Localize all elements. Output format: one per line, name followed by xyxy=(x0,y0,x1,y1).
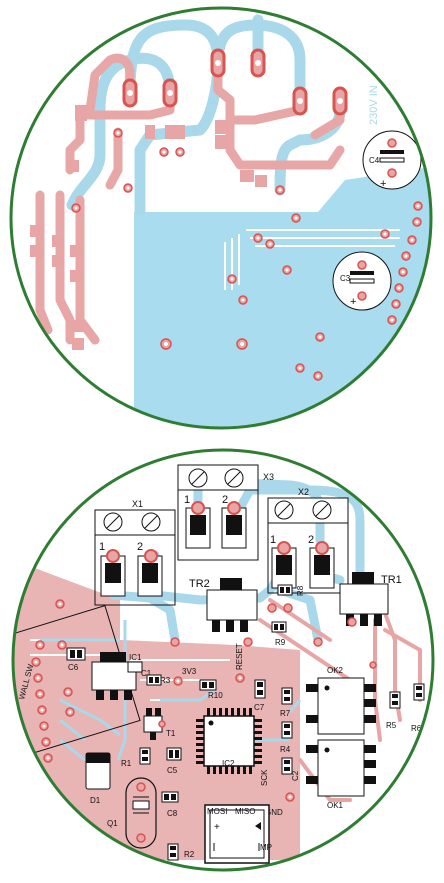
ic1-label: IC1 xyxy=(129,653,142,662)
c4-polarity-mark: + xyxy=(380,178,386,190)
diode-d1 xyxy=(85,752,111,790)
tr2-label: TR2 xyxy=(189,578,210,590)
programming-header-mp: + xyxy=(204,804,270,864)
r7-label: R7 xyxy=(280,709,291,718)
r3-label: R3 xyxy=(160,676,171,685)
mosi-label: MOSI xyxy=(207,807,227,816)
resistor-r3 xyxy=(146,674,162,686)
reset-testpoint xyxy=(173,673,245,686)
capacitor-c1 xyxy=(127,661,143,673)
c3-polarity-mark: + xyxy=(350,296,356,308)
transistor-tr2 xyxy=(206,578,258,632)
gnd-testpoint xyxy=(285,792,295,802)
resistor-r6 xyxy=(413,683,425,701)
capacitor-c4 xyxy=(362,130,422,190)
t1-label: T1 xyxy=(166,729,176,738)
resistor-r1 xyxy=(139,747,151,765)
capacitor-c6 xyxy=(66,647,86,661)
bottom-board-edge xyxy=(11,448,435,872)
miso-label: MISO xyxy=(235,807,255,816)
x1-pin1-label: 1 xyxy=(99,541,105,553)
r1-label: R1 xyxy=(121,759,132,768)
top-vias xyxy=(71,128,423,381)
c2-label: C2 xyxy=(291,770,300,781)
c6-label: C6 xyxy=(68,663,79,672)
capacitor-c3 xyxy=(332,251,392,311)
ok1-label: OK1 xyxy=(327,801,344,810)
wall-switch-pins xyxy=(31,599,75,763)
resistor-r4 xyxy=(281,721,293,739)
bottom-ground-plane xyxy=(13,555,300,860)
ic1-regulator xyxy=(91,652,137,700)
ok2-label: OK2 xyxy=(327,666,344,675)
optocoupler-ok1 xyxy=(306,739,376,797)
c1-label: C1 xyxy=(141,669,152,678)
c3-label: C3 xyxy=(340,274,351,283)
x3-label: X3 xyxy=(263,472,274,482)
tr1-label: TR1 xyxy=(381,574,402,586)
r9-label: R9 xyxy=(275,638,286,647)
mp-label: MP xyxy=(260,843,272,852)
r2-label: R2 xyxy=(184,850,195,859)
transistor-t1 xyxy=(143,708,163,740)
ic2-label: IC2 xyxy=(222,759,235,768)
optocoupler-ok2 xyxy=(306,677,376,735)
sck-label: SCK xyxy=(260,769,269,786)
resistor-r8 xyxy=(277,584,293,596)
capacitor-c7 xyxy=(254,679,266,699)
x3-pin2-label: 2 xyxy=(222,494,228,506)
smd-pads xyxy=(30,105,267,350)
x2-pin1-label: 1 xyxy=(270,534,276,546)
x3-pin1-label: 1 xyxy=(184,494,190,506)
r8-label: R8 xyxy=(296,585,305,596)
x2-label: X2 xyxy=(298,487,309,497)
q1-label: Q1 xyxy=(107,819,118,828)
power-input-pads xyxy=(122,48,348,116)
ic2-microcontroller xyxy=(196,708,262,774)
bottom-board: WALL SW X3 1 2 xyxy=(11,448,435,872)
c8-label: C8 xyxy=(167,809,178,818)
3v3-testpoint-label: 3V3 xyxy=(182,667,197,676)
r6-label: R6 xyxy=(411,724,422,733)
resistor-r10 xyxy=(199,679,217,691)
capacitor-c8 xyxy=(161,791,179,803)
connector-x2 xyxy=(267,497,349,594)
mp-plus-mark: + xyxy=(214,822,220,833)
x2-pin2-label: 2 xyxy=(308,534,314,546)
r10-label: R10 xyxy=(208,691,223,700)
resistor-r5 xyxy=(389,691,401,709)
crystal-q1 xyxy=(125,777,157,849)
resistor-r7 xyxy=(281,687,293,705)
gnd-label: GND xyxy=(265,808,283,817)
connector-x3 xyxy=(177,464,259,561)
x1-pin2-label: 2 xyxy=(137,541,143,553)
top-board-edge xyxy=(9,6,433,430)
top-ground-plane xyxy=(134,165,431,428)
resistor-r2 xyxy=(167,843,179,861)
capacitor-c2 xyxy=(281,757,293,775)
d1-label: D1 xyxy=(90,796,101,805)
capacitor-c5 xyxy=(166,747,182,761)
r5-label: R5 xyxy=(386,721,397,730)
connector-x1 xyxy=(94,509,176,606)
c5-label: C5 xyxy=(167,766,178,775)
x1-label: X1 xyxy=(132,499,143,509)
resistor-r9 xyxy=(271,621,287,633)
c4-label: C4 xyxy=(369,156,380,165)
power-input-label: 230V IN xyxy=(368,85,380,125)
top-board: C4 + C3 + 230V IN xyxy=(9,6,433,430)
reset-label: RESET xyxy=(235,643,244,670)
c7-label: C7 xyxy=(254,703,265,712)
r4-label: R4 xyxy=(280,745,291,754)
bottom-vias xyxy=(158,603,377,728)
